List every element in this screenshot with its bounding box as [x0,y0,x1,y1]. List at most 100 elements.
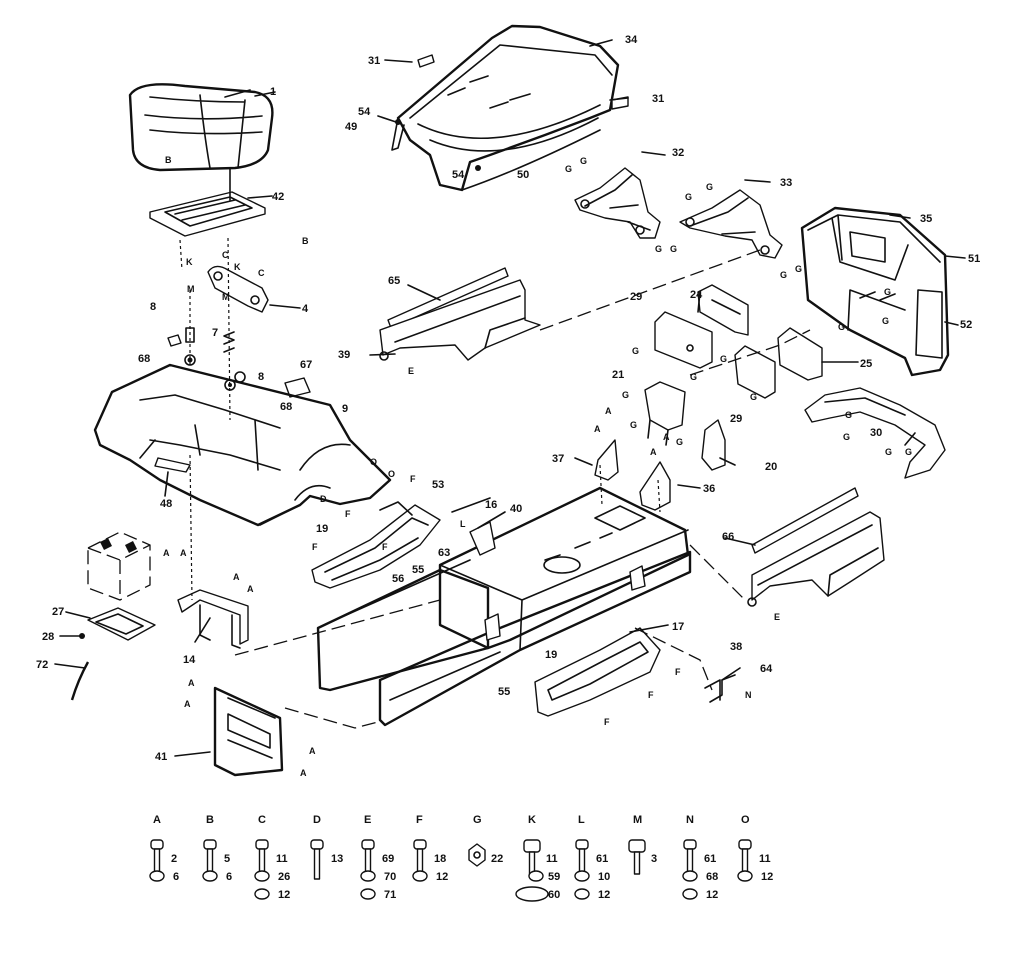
hardware-letter: E [364,814,371,826]
hood-part [391,24,629,192]
right-footrest-part [534,627,661,717]
nut-icon [468,843,486,867]
washer-icon [737,870,753,882]
callout-27: 27 [52,606,64,618]
tag-m: M [187,284,195,294]
hardware-column-b: B56 [202,814,232,883]
hardware-part-number: 60 [548,889,560,901]
washer-icon [149,870,165,882]
bolt-head-icon [738,839,752,850]
callout-16: 16 [485,499,497,511]
callout-leaders [54,39,966,757]
tag-g: G [905,447,912,457]
tag-g: G [750,392,757,402]
bolt-head-icon [523,839,541,853]
rear-panel-part [213,686,284,777]
callout-31: 31 [652,93,664,105]
tag-e: E [774,612,780,622]
hardware-part-number: 12 [436,871,448,883]
hardware-column-m: M3 [628,814,657,875]
callout-54: 54 [452,169,465,181]
hardware-letter: G [473,814,482,826]
tag-g: G [843,432,850,442]
assembly-lines [179,239,811,729]
seat-bracket-part [207,265,301,313]
callout-19: 19 [545,649,557,661]
callout-21: 21 [612,369,624,381]
tag-n: N [745,690,752,700]
callout-56: 56 [392,573,404,585]
tag-g: G [632,346,639,356]
hardware-part-number: 12 [278,889,290,901]
tag-g: G [795,264,802,274]
callout-42: 42 [272,191,284,203]
hood-bracket-right [679,189,783,259]
hardware-letter: L [578,814,585,826]
battery-tray-part [177,589,249,649]
hardware-column-d: D13 [310,814,343,880]
callout-28: 28 [42,631,54,643]
tag-c: C [258,268,265,278]
callout-39: 39 [338,349,350,361]
tag-a: A [650,447,657,457]
callout-34: 34 [625,34,638,46]
tag-g: G [622,390,629,400]
callout-53: 53 [432,479,444,491]
hardware-letter: M [633,814,642,826]
washer-icon [254,888,270,900]
fastener-letter-tags: B B K C K C M M O O D G G G G G G G G G … [163,155,912,778]
washer-icon [682,870,698,882]
tag-g: G [676,437,683,447]
tag-b: B [302,236,309,246]
battery-part [87,531,151,601]
tag-g: G [882,316,889,326]
hardware-part-number: 10 [598,871,610,883]
washer-icon [360,870,376,882]
tag-a: A [300,768,307,778]
seat-hardware-stack [167,237,311,421]
hardware-letter: A [153,814,161,826]
front-bumper-part [804,387,946,479]
left-side-rail-part [379,267,541,361]
bolt-head-icon [150,839,164,850]
callout-40: 40 [510,503,522,515]
hardware-part-number: 13 [331,853,343,865]
hardware-part-number: 22 [491,853,503,865]
tag-k: K [234,262,241,272]
hardware-column-a: A26 [149,814,179,883]
tag-g: G [720,354,727,364]
callout-24: 24 [690,289,703,301]
callout-41: 41 [155,751,167,763]
callout-64: 64 [760,663,773,675]
callout-35: 35 [920,213,932,225]
bolt-head-icon [255,839,269,850]
tag-a: A [233,572,240,582]
grille-housing-part [800,206,950,377]
hardware-part-number: 61 [596,853,608,865]
bolt-head-icon [203,839,217,850]
tag-a: A [309,746,316,756]
hardware-part-number: 26 [278,871,290,883]
tag-f: F [675,667,681,677]
hardware-part-number: 71 [384,889,396,901]
callout-54: 54 [358,106,371,118]
tag-d: D [320,494,327,504]
mount-brackets [594,284,823,511]
tag-g: G [630,420,637,430]
right-side-rail-part [747,487,885,607]
hardware-letter: C [258,814,266,826]
hardware-part-number: 12 [761,871,773,883]
callout-4: 4 [302,303,309,315]
washer-icon [528,870,544,882]
washer-icon [574,888,590,900]
hardware-part-number: 68 [706,871,718,883]
callout-72: 72 [36,659,48,671]
hardware-letter: O [741,814,750,826]
tag-o: O [388,469,395,479]
tag-a: A [663,432,670,442]
callout-1: 1 [270,86,276,98]
tag-g: G [838,322,845,332]
